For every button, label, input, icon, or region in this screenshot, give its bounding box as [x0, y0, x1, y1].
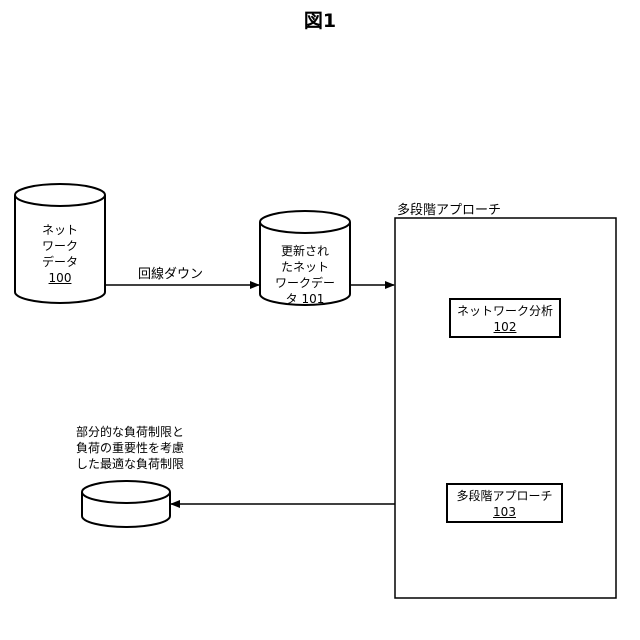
network-data-label: ネット ワーク データ 100: [15, 222, 105, 286]
network-analysis-label: ネットワーク分析: [451, 303, 559, 319]
result-line-3: した最適な負荷制限: [64, 456, 196, 472]
multistage-approach-ref: 103: [448, 504, 561, 520]
approach-title: 多段階アプローチ: [397, 199, 501, 218]
network-data-ref: 100: [15, 270, 105, 286]
network-data-line-1: ネット: [15, 222, 105, 238]
network-data-line-2: ワーク: [15, 238, 105, 254]
approach-container: [395, 218, 616, 598]
figure-title: 図1: [0, 6, 640, 33]
updated-data-line-1: 更新され: [258, 243, 352, 259]
updated-data-line-3: ワークデータ 101: [258, 275, 352, 307]
network-analysis-box: ネットワーク分析 102: [449, 298, 561, 338]
result-line-2: 負荷の重要性を考慮: [64, 440, 196, 456]
network-analysis-ref: 102: [451, 319, 559, 335]
result-cylinder: [82, 481, 170, 527]
result-line-1: 部分的な負荷制限と: [64, 424, 196, 440]
edge-label-line-down: 回線ダウン: [138, 263, 203, 282]
updated-data-ref: 101: [301, 292, 324, 306]
network-data-line-3: データ: [15, 254, 105, 270]
multistage-approach-box: 多段階アプローチ 103: [446, 483, 563, 523]
updated-data-label: 更新され たネット ワークデータ 101: [258, 243, 352, 307]
updated-data-line-2: たネット: [258, 259, 352, 275]
result-label: 部分的な負荷制限と 負荷の重要性を考慮 した最適な負荷制限: [64, 424, 196, 472]
multistage-approach-label: 多段階アプローチ: [448, 488, 561, 504]
